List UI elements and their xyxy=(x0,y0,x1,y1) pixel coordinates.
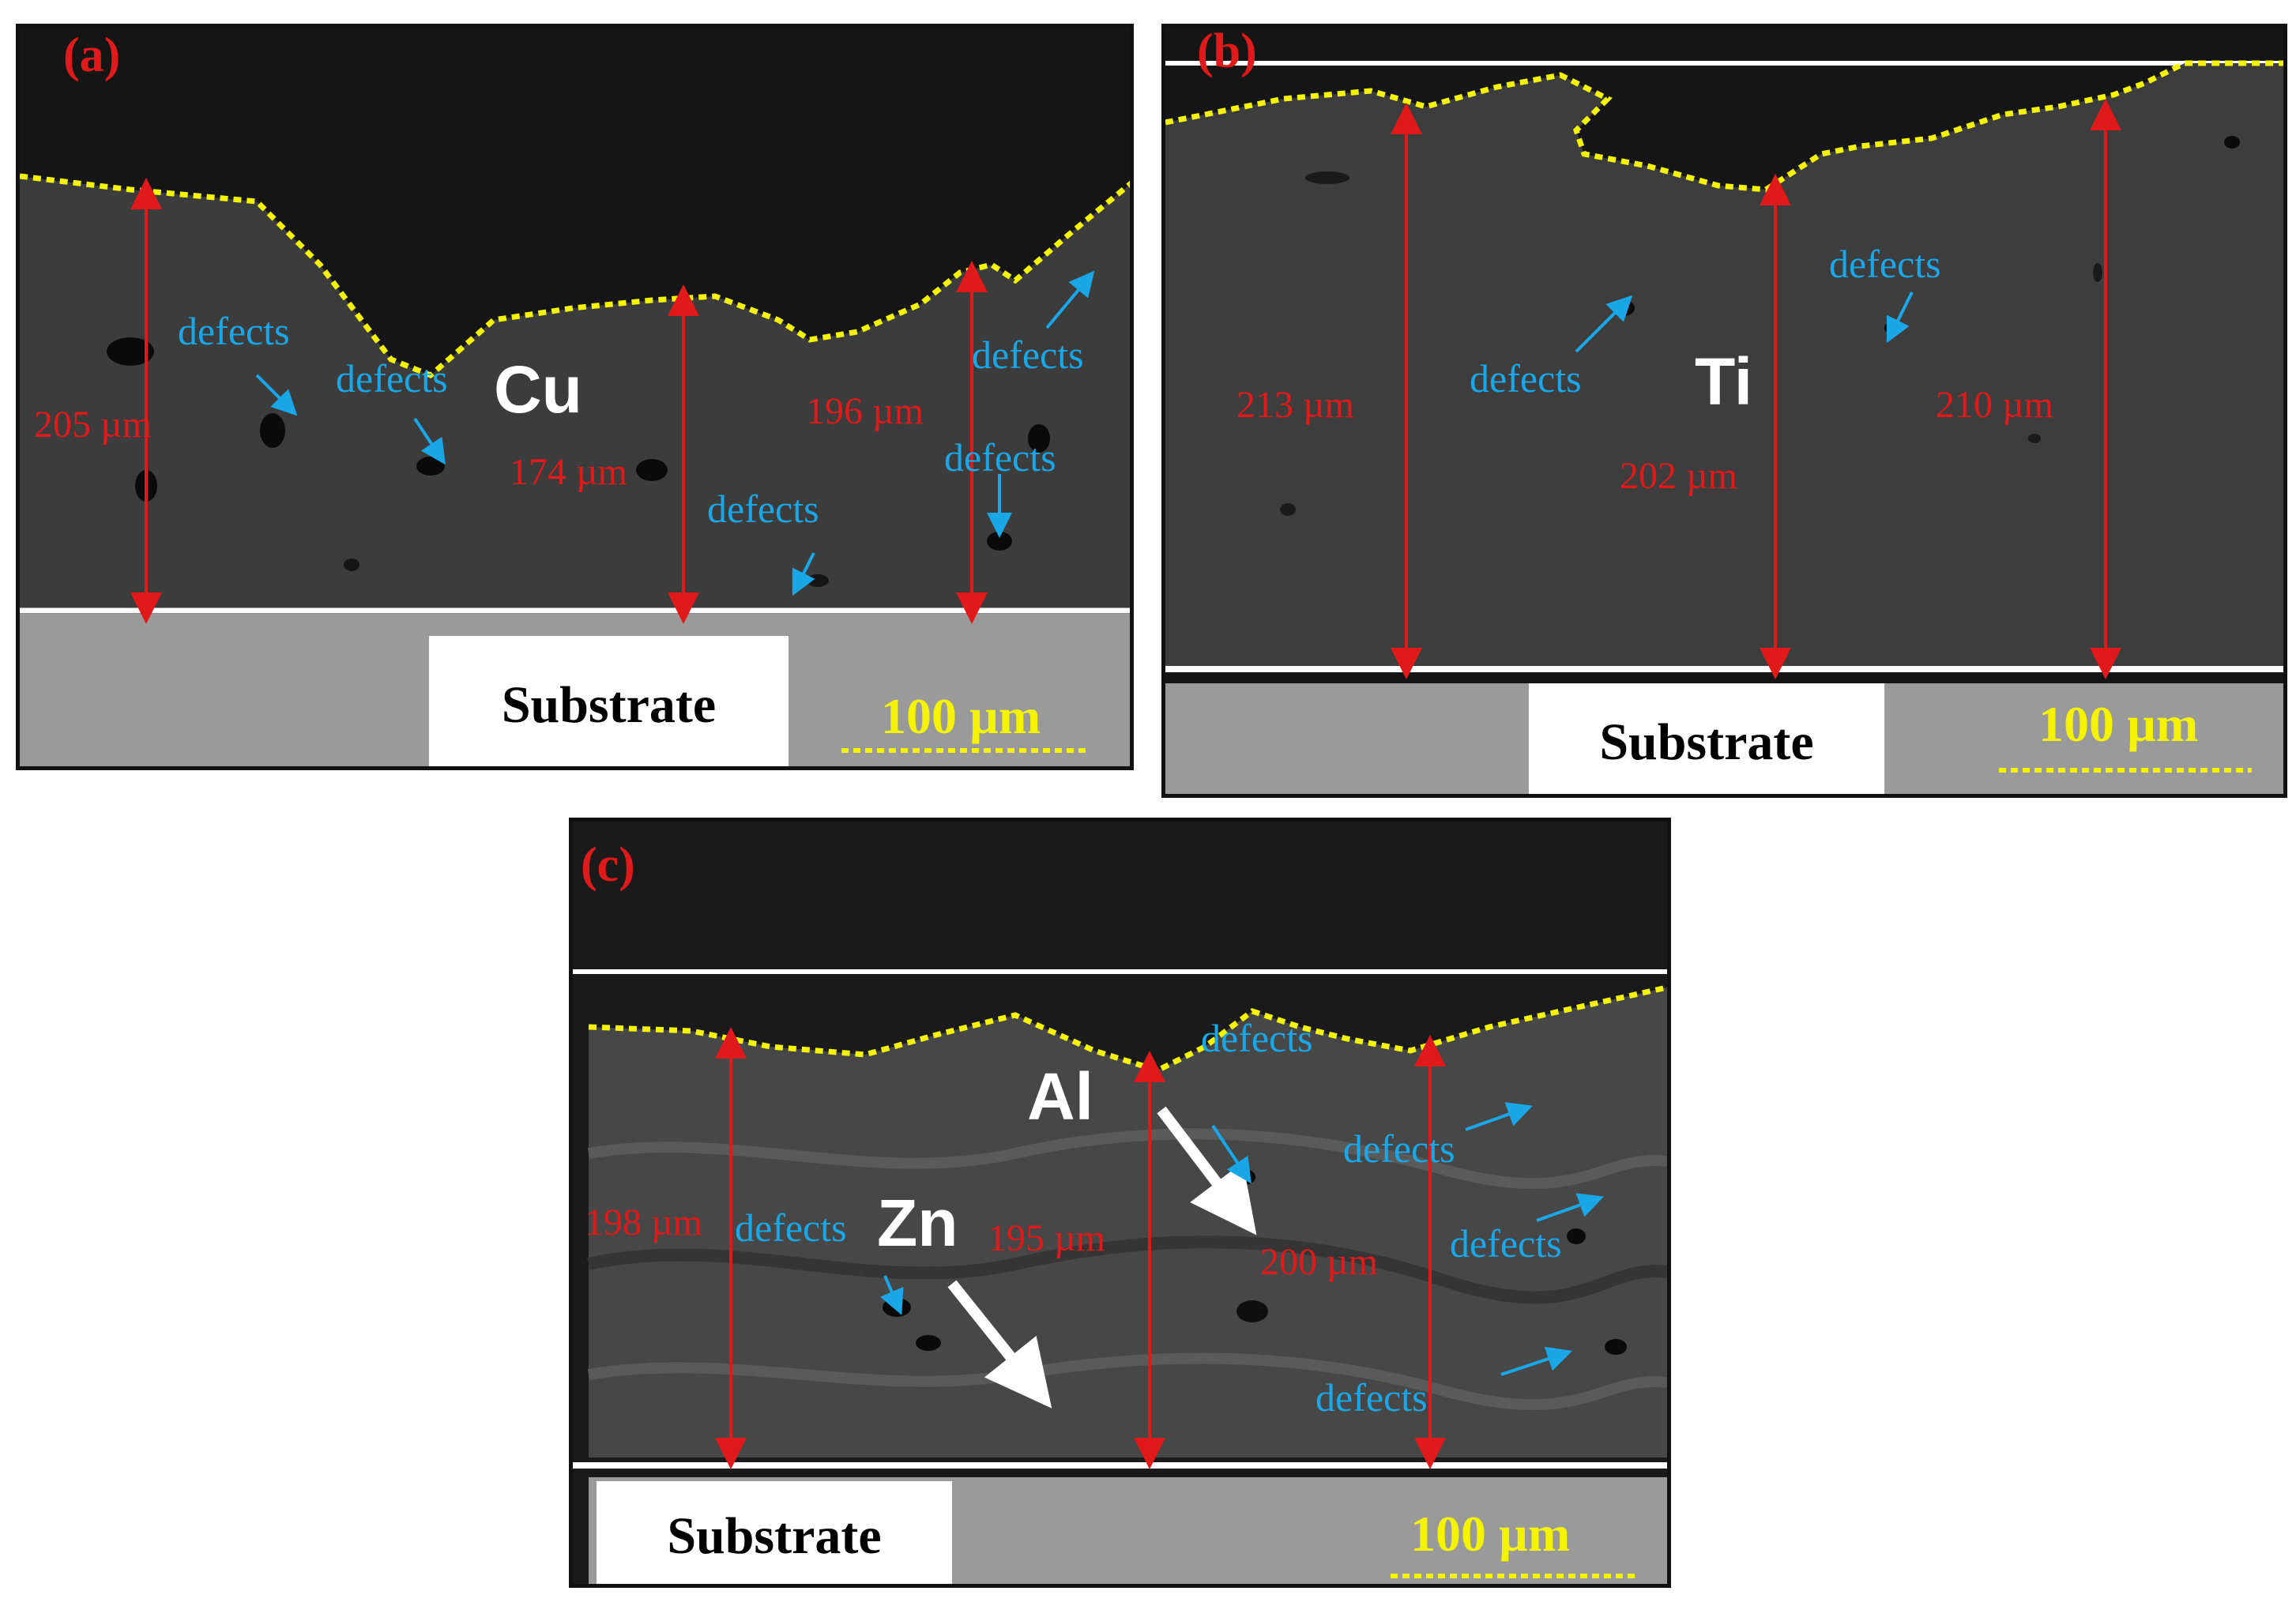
substrate-label-a: Substrate xyxy=(429,636,789,766)
panel-b-micrograph xyxy=(1165,28,2283,794)
thickness-label-c1: 198 µm xyxy=(585,1202,702,1243)
element-label-ti: Ti xyxy=(1695,344,1753,419)
defects-label-c2: defects xyxy=(1343,1126,1455,1171)
defects-label-c1: defects xyxy=(1201,1016,1313,1060)
defects-label-b1: defects xyxy=(1470,356,1582,401)
thickness-label-b3: 210 µm xyxy=(1936,384,2053,426)
defects-label-a1: defects xyxy=(178,309,290,353)
panel-c: (c) Al Zn 198 µm 195 µm 200 µm defects d… xyxy=(569,818,1671,1588)
panel-a: (a) Cu 205 µm 174 µm 196 µm defects defe… xyxy=(16,24,1134,770)
thickness-label-c2: 195 µm xyxy=(988,1217,1105,1259)
defects-label-b2: defects xyxy=(1829,242,1941,286)
substrate-label-b: Substrate xyxy=(1529,683,1884,794)
substrate-label-c: Substrate xyxy=(597,1481,952,1584)
thickness-label-a3: 196 µm xyxy=(806,390,924,432)
thickness-label-c3: 200 µm xyxy=(1260,1241,1378,1283)
scale-bar-label-a: 100 µm xyxy=(881,688,1041,744)
panel-b: (b) Ti 213 µm 202 µm 210 µm defects defe… xyxy=(1161,24,2287,798)
panel-a-label: (a) xyxy=(63,28,121,82)
panel-b-label: (b) xyxy=(1197,24,1257,78)
defects-label-c3: defects xyxy=(735,1205,847,1250)
thickness-label-a1: 205 µm xyxy=(34,404,152,446)
element-label-cu: Cu xyxy=(494,352,582,427)
panel-c-label: (c) xyxy=(581,838,635,892)
defects-label-c5: defects xyxy=(1315,1375,1428,1420)
defects-label-a4: defects xyxy=(944,435,1056,480)
defects-label-a3: defects xyxy=(707,487,819,531)
defects-label-c4: defects xyxy=(1450,1221,1562,1266)
thickness-label-a2: 174 µm xyxy=(510,451,627,493)
element-label-zn: Zn xyxy=(877,1186,958,1260)
scale-bar-label-c: 100 µm xyxy=(1410,1506,1571,1562)
thickness-label-b1: 213 µm xyxy=(1236,384,1354,426)
element-label-al: Al xyxy=(1027,1059,1093,1134)
scale-bar-label-b: 100 µm xyxy=(2038,696,2199,752)
defects-label-a2: defects xyxy=(336,356,448,401)
defects-label-a5: defects xyxy=(972,333,1084,377)
thickness-label-b2: 202 µm xyxy=(1620,455,1737,497)
